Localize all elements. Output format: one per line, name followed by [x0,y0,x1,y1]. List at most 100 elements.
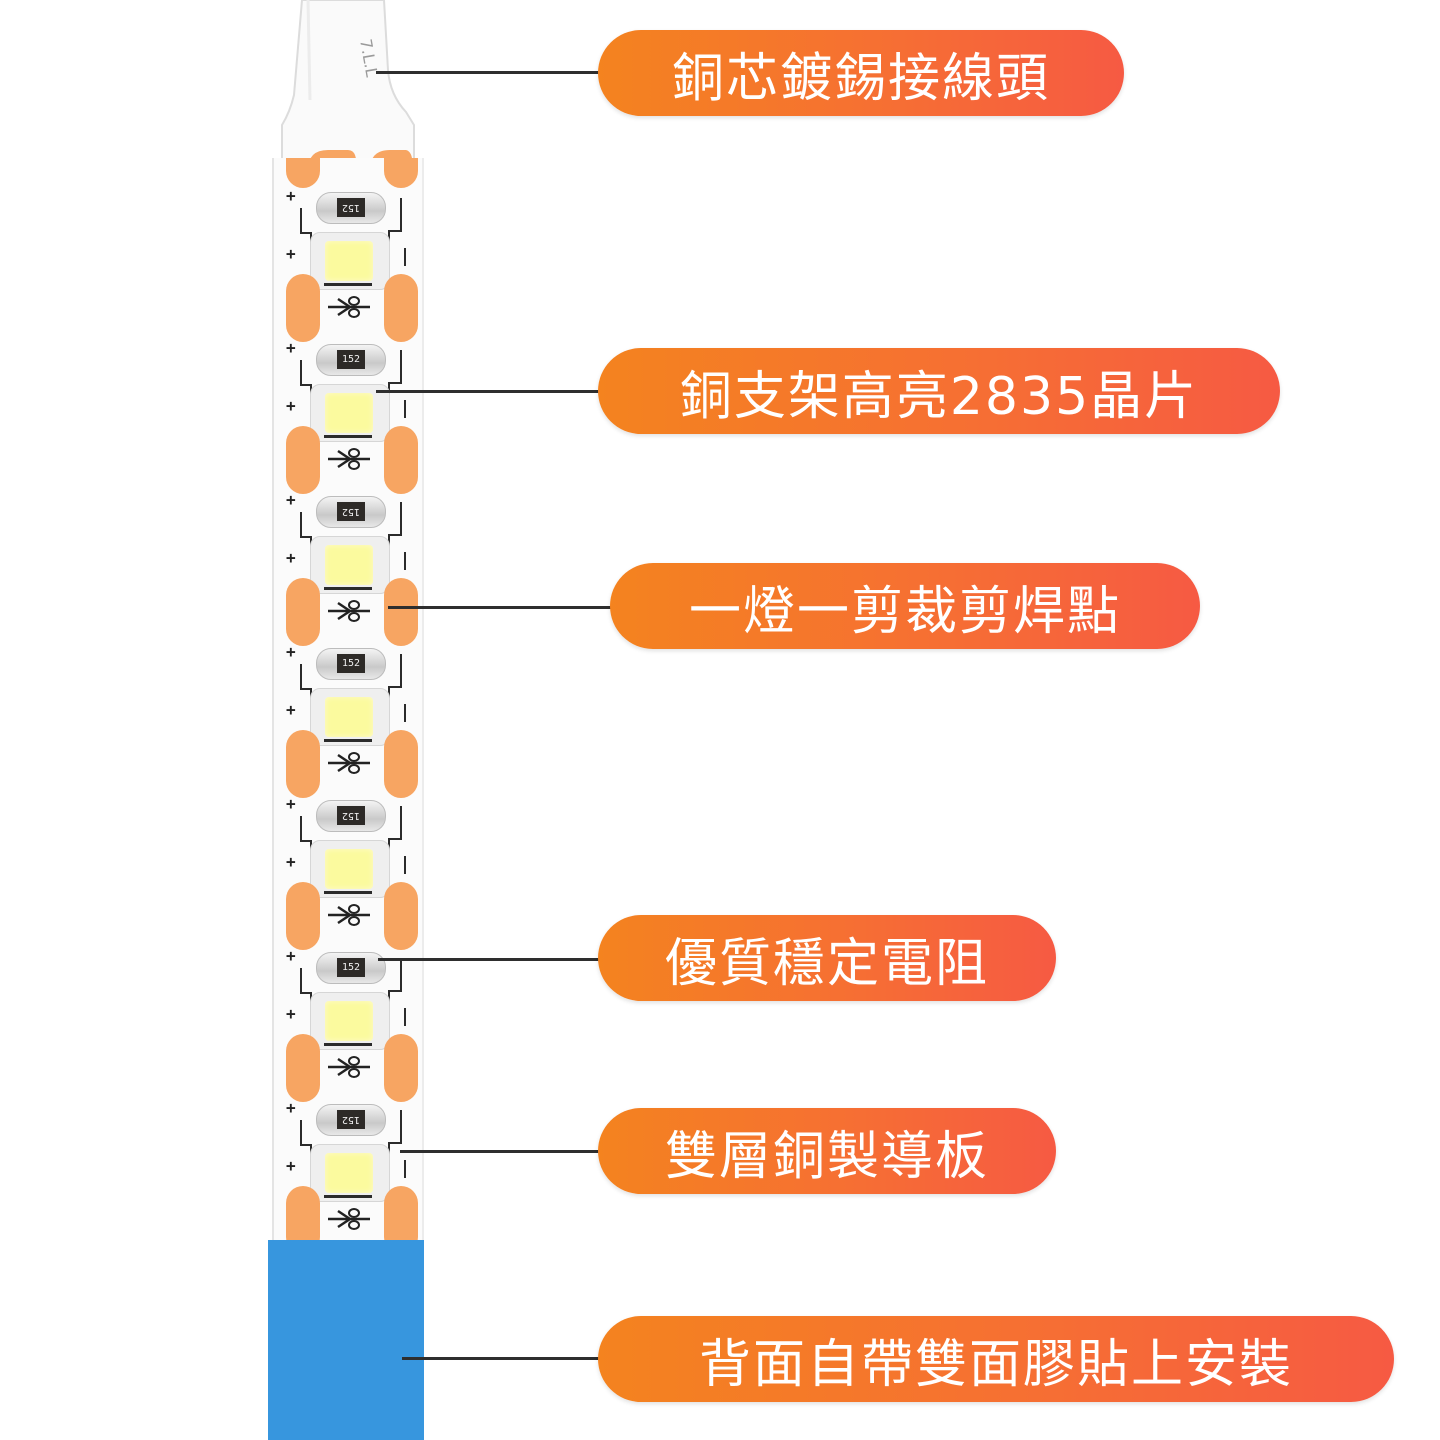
circuit-trace [400,198,402,232]
cut-line [324,587,372,590]
scissors-icon [328,600,370,622]
circuit-trace [300,1144,312,1146]
circuit-trace [388,230,402,232]
circuit-trace [400,1110,402,1144]
plus-mark: + [286,1004,296,1023]
plus-mark: + [286,396,296,415]
circuit-trace [400,350,402,384]
resistor: 152 [316,496,386,528]
scissors-icon [328,904,370,926]
led-chip [325,1001,373,1041]
circuit-trace [300,816,302,842]
cut-line [324,1195,372,1198]
cable-connector: 7.L.L [281,0,415,170]
plus-mark: + [286,338,296,357]
cut-line [324,283,372,286]
led-2835-package [310,1144,390,1202]
solder-pad [384,274,418,342]
circuit-trace [300,664,302,690]
cut-line [324,739,372,742]
cut-line [324,891,372,894]
led-chip [325,849,373,889]
callout-chip: 銅支架高亮2835晶片 [598,348,1280,434]
leader-line-cut-point [388,606,612,609]
led-2835-package [310,232,390,290]
circuit-trace [404,856,406,874]
circuit-trace [388,382,402,384]
led-chip [325,1153,373,1193]
led-chip [325,545,373,585]
circuit-trace [404,1008,406,1026]
cut-line [324,435,372,438]
circuit-trace [404,400,406,418]
solder-pad [286,426,320,494]
leader-line-connector [376,71,606,74]
led-segment: + +152 [274,474,422,646]
circuit-trace [300,208,302,234]
circuit-trace [300,384,312,386]
solder-pad [384,158,418,188]
circuit-trace [300,1120,302,1146]
plus-mark: + [286,490,296,509]
plus-mark: + [286,642,296,661]
circuit-trace [400,958,402,992]
leader-line-adhesive [402,1357,606,1360]
solder-pad [286,274,320,342]
callout-label: 優質穩定電阻 [664,933,989,994]
resistor: 152 [316,344,386,376]
led-2835-package [310,536,390,594]
resistor-code: 152 [337,1110,365,1129]
plus-mark: + [286,1098,296,1117]
resistor: 152 [316,1104,386,1136]
led-2835-package [310,992,390,1050]
solder-pad [286,158,320,188]
plus-mark: + [286,186,296,205]
circuit-trace [388,686,402,688]
led-chip [325,241,373,281]
leader-line-resistor [378,958,606,961]
resistor: 152 [316,800,386,832]
leader-line-pcb [400,1150,606,1153]
circuit-trace [300,536,312,538]
led-segment: ++152 [274,626,422,798]
led-2835-package [310,840,390,898]
scissors-icon [328,448,370,470]
circuit-trace [388,838,402,840]
circuit-trace [300,512,302,538]
adhesive-backing-tape [268,1240,424,1440]
led-segment: + +152 [274,930,422,1102]
leader-line-chip [376,390,606,393]
circuit-trace [400,806,402,840]
resistor-code: 152 [337,502,365,521]
circuit-trace [404,552,406,570]
scissors-icon [328,296,370,318]
circuit-trace [388,534,402,536]
circuit-trace [400,654,402,688]
circuit-trace [300,968,302,994]
resistor-code: 152 [337,350,365,369]
resistor-code: 152 [337,654,365,673]
circuit-trace [400,502,402,536]
plus-mark: + [286,244,296,263]
plus-mark: + [286,548,296,567]
resistor-code: 152 [337,198,365,217]
led-chip [325,697,373,737]
callout-label: 銅芯鍍錫接線頭 [671,48,1050,109]
solder-pad [286,730,320,798]
solder-pad [384,730,418,798]
plus-mark: + [286,852,296,871]
circuit-trace [300,232,312,234]
solder-pad [384,578,418,646]
circuit-trace [404,704,406,722]
solder-pad [286,578,320,646]
callout-cut-point: 一燈一剪裁剪焊點 [610,563,1200,649]
circuit-trace [300,360,302,386]
plus-mark: + [286,946,296,965]
resistor: 152 [316,952,386,984]
callout-label: 雙層銅製導板 [664,1126,989,1187]
scissors-icon [328,1056,370,1078]
led-segment: + +152 [274,322,422,494]
led-strip-pcb: ++152++152++152++152++152++152++152 [272,158,424,1254]
callout-connector: 銅芯鍍錫接線頭 [598,30,1124,116]
